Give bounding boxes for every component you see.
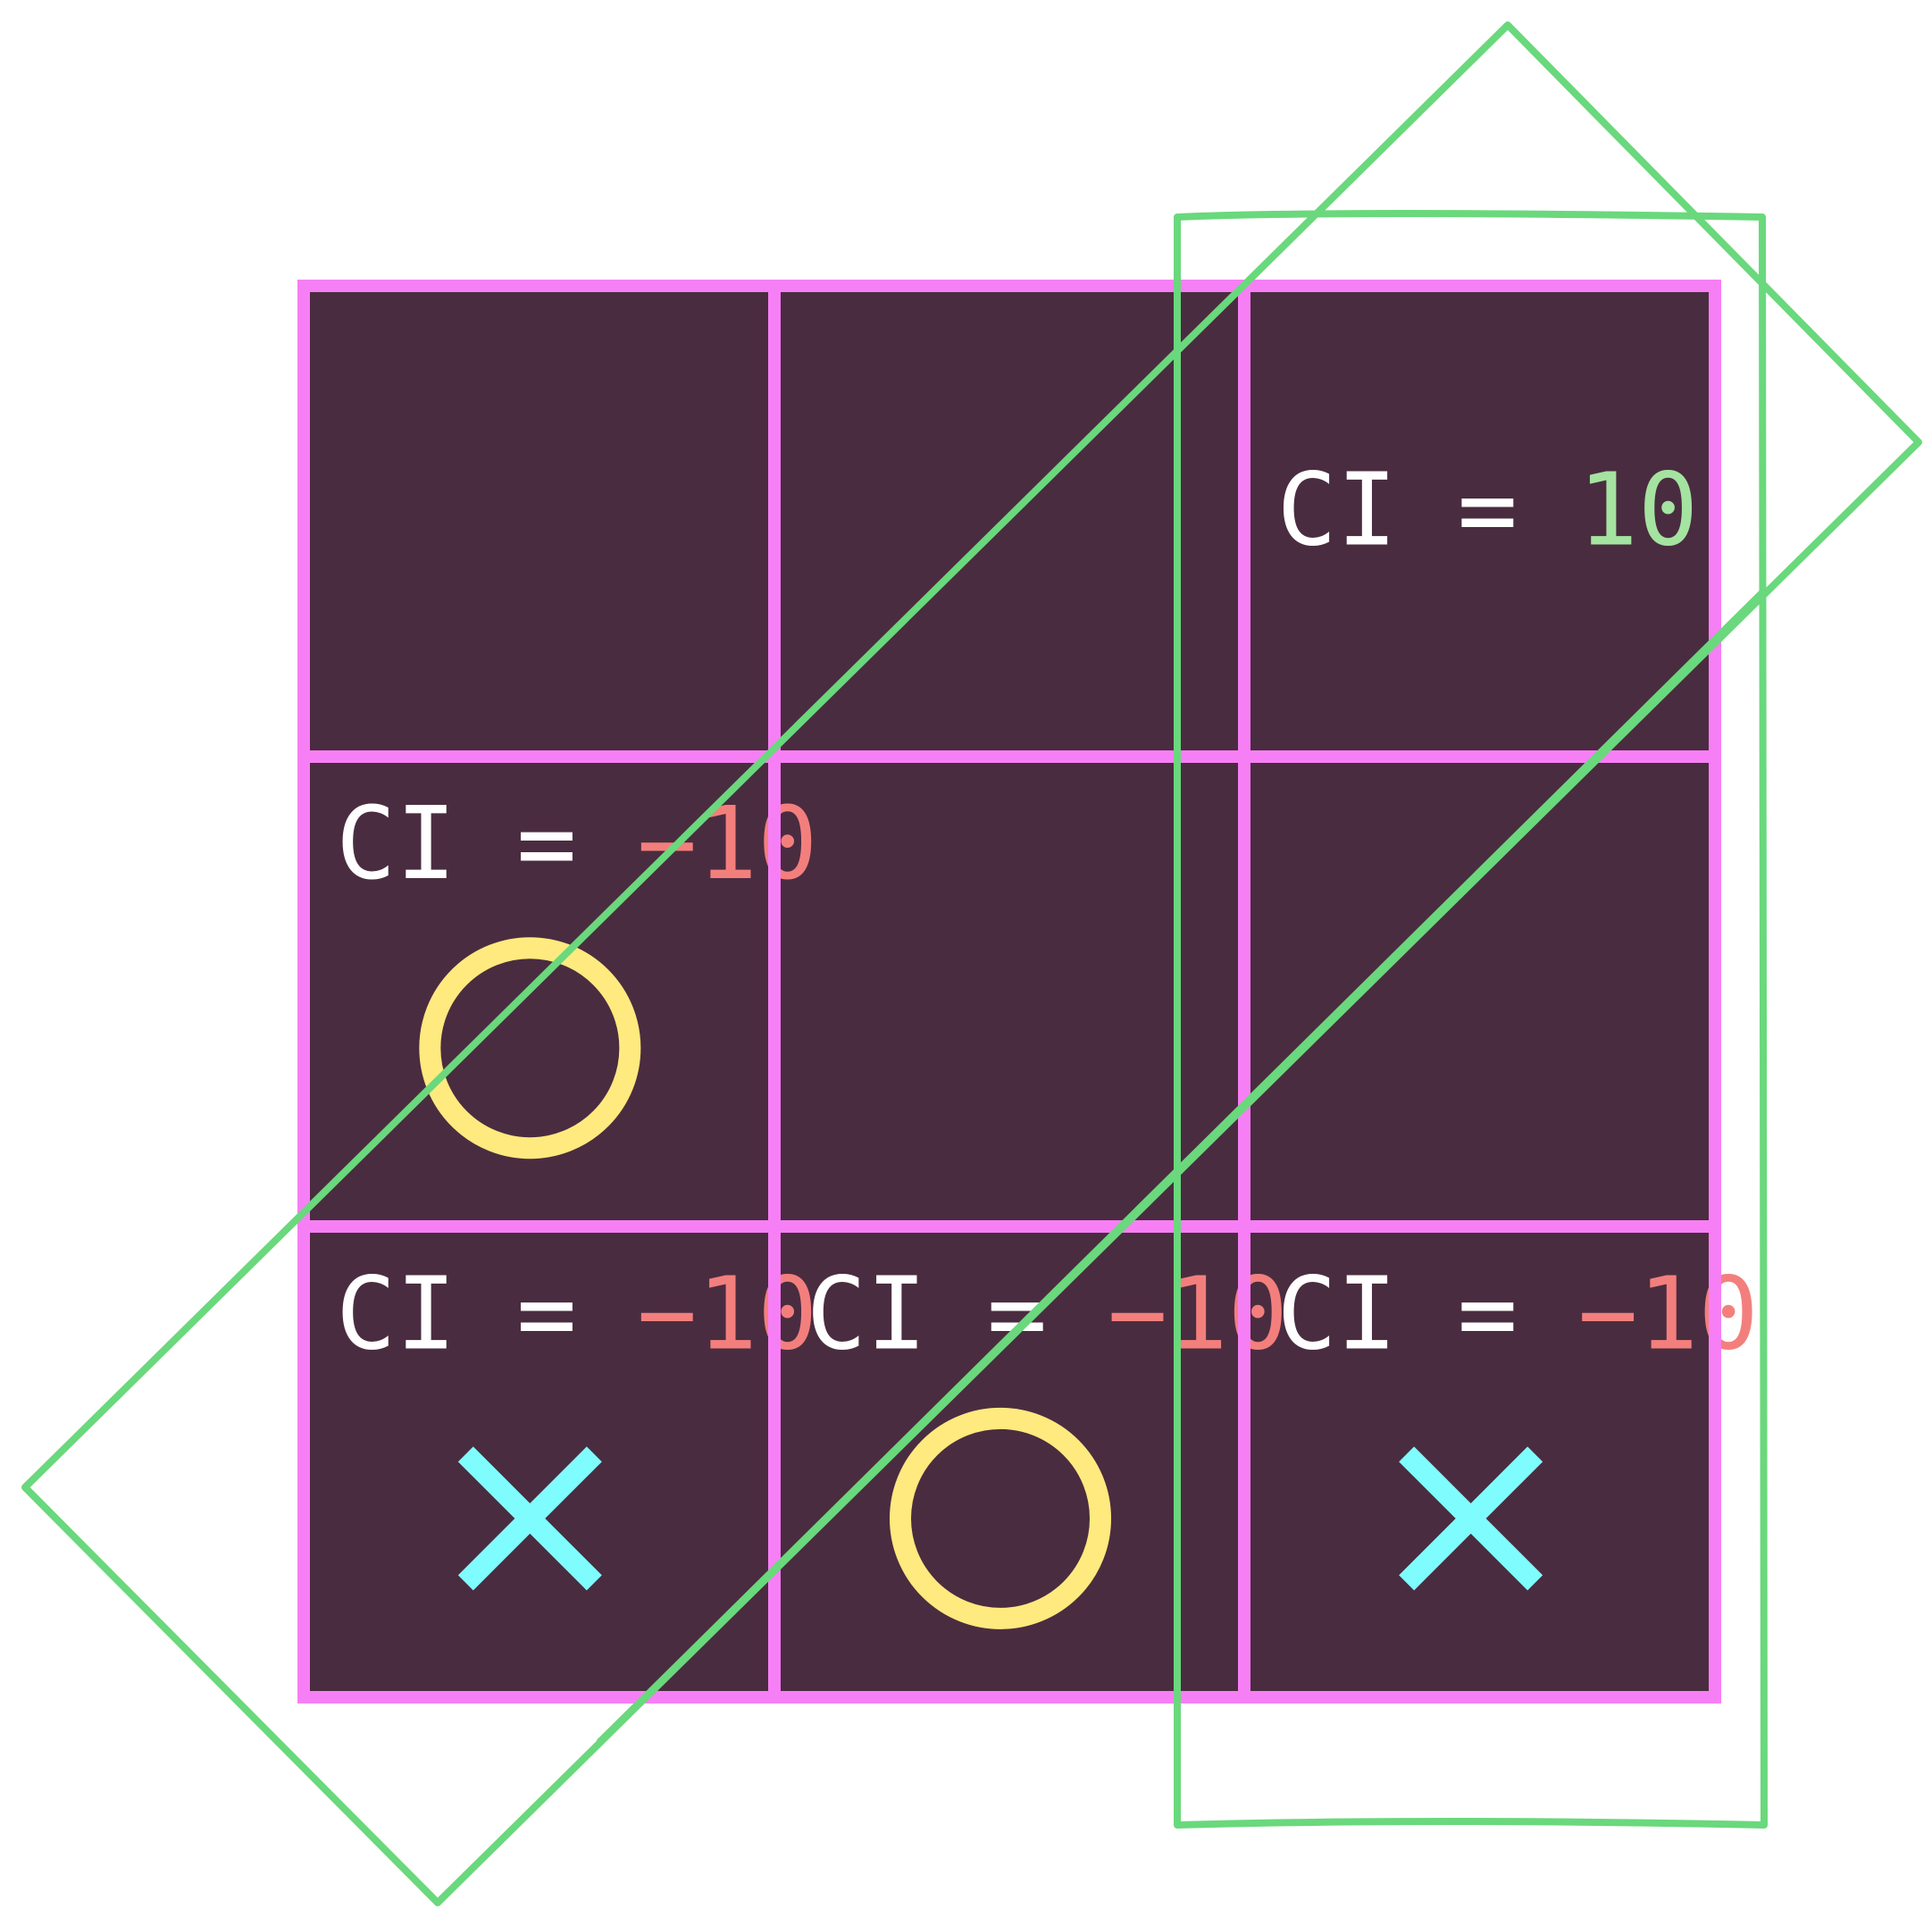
o-mark-icon <box>890 1407 1112 1629</box>
board-border <box>297 280 1721 1704</box>
board-grid <box>297 280 1721 1704</box>
ci-label: CI = −10 <box>336 786 817 902</box>
ci-label-prefix: CI = <box>1276 453 1577 569</box>
ci-value: −10 <box>1108 1257 1288 1373</box>
ci-value: −10 <box>1577 1257 1758 1373</box>
x-mark-icon <box>1399 1446 1543 1591</box>
ci-value: −10 <box>637 1257 817 1373</box>
ci-label-prefix: CI = <box>336 786 637 902</box>
cell-r0-c2[interactable]: CI = 10 <box>1276 453 1698 569</box>
diagonal-highlight-inner-edge <box>596 587 1767 1745</box>
ci-label: CI = 10 <box>1276 453 1698 569</box>
ci-value: 10 <box>1577 453 1698 569</box>
ci-label: CI = −10 <box>1276 1257 1758 1373</box>
ci-label-prefix: CI = <box>807 1257 1108 1373</box>
diagonal-highlight <box>21 21 1922 1906</box>
column-highlight <box>1174 210 1768 1829</box>
ci-value: −10 <box>637 786 817 902</box>
cell-r2-c0[interactable]: CI = −10 <box>336 1257 817 1591</box>
o-mark-icon <box>419 937 641 1159</box>
x-mark-icon <box>457 1446 602 1591</box>
ci-label-prefix: CI = <box>336 1257 637 1373</box>
ci-label: CI = −10 <box>336 1257 817 1373</box>
highlight-outlines <box>21 21 1922 1906</box>
ci-label-prefix: CI = <box>1276 1257 1577 1373</box>
cell-r1-c0[interactable]: CI = −10 <box>336 786 817 1159</box>
cell-r2-c1[interactable]: CI = −10 <box>807 1257 1288 1629</box>
cell-r2-c2[interactable]: CI = −10 <box>1276 1257 1759 1591</box>
ci-label: CI = −10 <box>807 1257 1288 1373</box>
